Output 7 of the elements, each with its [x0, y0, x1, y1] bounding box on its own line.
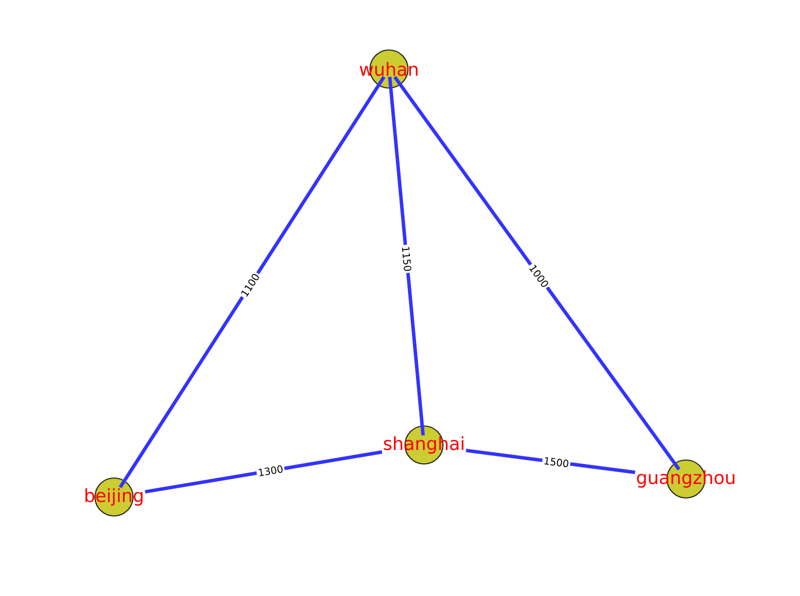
edge-label: 1500 — [542, 455, 571, 470]
edge-line — [393, 76, 680, 470]
edge-line — [118, 76, 386, 488]
edge-line — [388, 76, 425, 436]
edge-line — [144, 450, 382, 494]
edge-label: 1300 — [256, 463, 286, 478]
edge-label: 1150 — [400, 244, 414, 274]
